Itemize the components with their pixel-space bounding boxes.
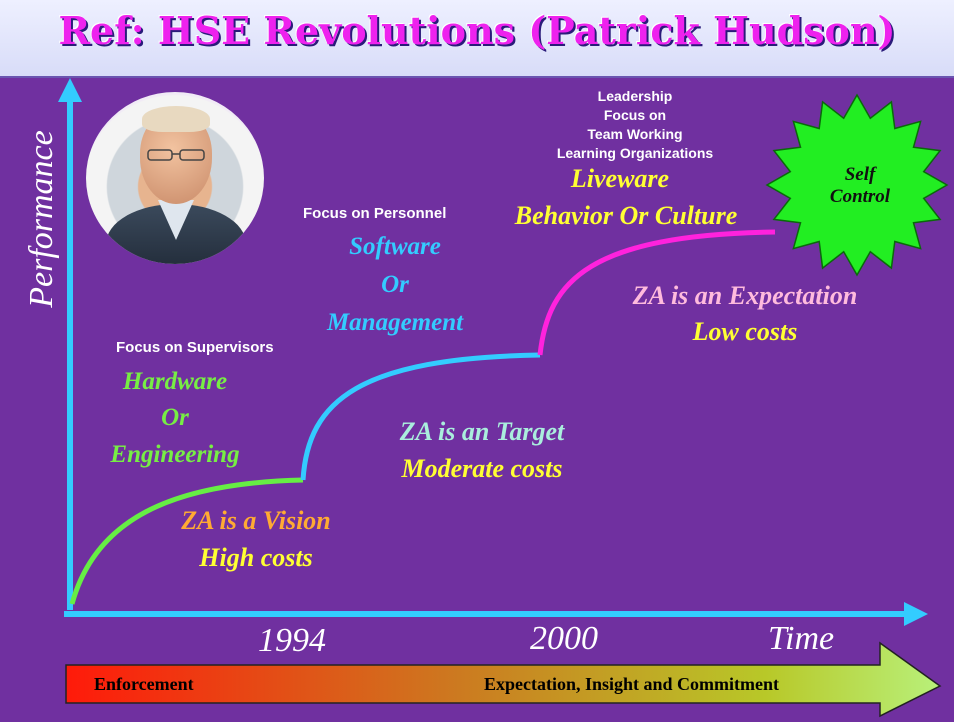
stage3-name-liveware: Liveware <box>570 164 670 193</box>
x-axis-label: Time <box>768 620 835 657</box>
y-axis-arrowhead <box>58 78 82 102</box>
stage3-name-behavior: Behavior Or Culture <box>514 201 738 230</box>
stage2-za: ZA is an Target <box>399 417 565 446</box>
y-axis-label: Performance <box>23 130 60 308</box>
progress-arrow <box>65 641 942 718</box>
stage3-focus-on: Focus on <box>603 107 667 123</box>
stage2-curve <box>300 352 541 481</box>
stage1-za: ZA is a Vision <box>181 506 331 535</box>
self-control-starburst <box>765 93 949 277</box>
x-tick-1994: 1994 <box>258 622 326 659</box>
stage2-name-management: Management <box>326 309 464 336</box>
star-text-control: Control <box>829 186 891 207</box>
x-tick-2000: 2000 <box>530 620 598 657</box>
stage3-focus-learning: Learning Organizations <box>556 145 714 161</box>
stage3-curve <box>537 229 776 356</box>
title-bar: Ref: HSE Revolutions (Patrick Hudson) <box>0 0 954 78</box>
stage2-name-software: Software <box>349 233 441 260</box>
stage1-focus: Focus on Supervisors <box>116 339 274 356</box>
arrow-label-expectation: Expectation, Insight and Commitment <box>484 674 780 694</box>
stage1-cost: High costs <box>199 543 313 572</box>
star-text-self: Self <box>844 164 876 185</box>
stage3-cost: Low costs <box>692 317 798 346</box>
arrow-label-enforcement: Enforcement <box>94 674 194 694</box>
stage2-name-or: Or <box>381 271 409 298</box>
stage1-name-hardware: Hardware <box>122 368 228 395</box>
portrait-glasses <box>147 149 205 161</box>
stage1-name-or: Or <box>161 404 189 431</box>
x-axis-arrowhead <box>904 602 928 626</box>
portrait-photo <box>86 92 264 264</box>
stage1-name-engineering: Engineering <box>110 441 240 468</box>
stage3-focus-team: Team Working <box>587 126 683 142</box>
portrait-hair <box>142 106 210 132</box>
stage2-focus: Focus on Personnel <box>303 205 447 222</box>
stage3-focus-leadership: Leadership <box>597 88 673 104</box>
stage3-za: ZA is an Expectation <box>632 281 858 310</box>
stage2-cost: Moderate costs <box>401 454 563 483</box>
slide-title: Ref: HSE Revolutions (Patrick Hudson) <box>58 8 896 53</box>
stage1-curve <box>69 477 304 605</box>
